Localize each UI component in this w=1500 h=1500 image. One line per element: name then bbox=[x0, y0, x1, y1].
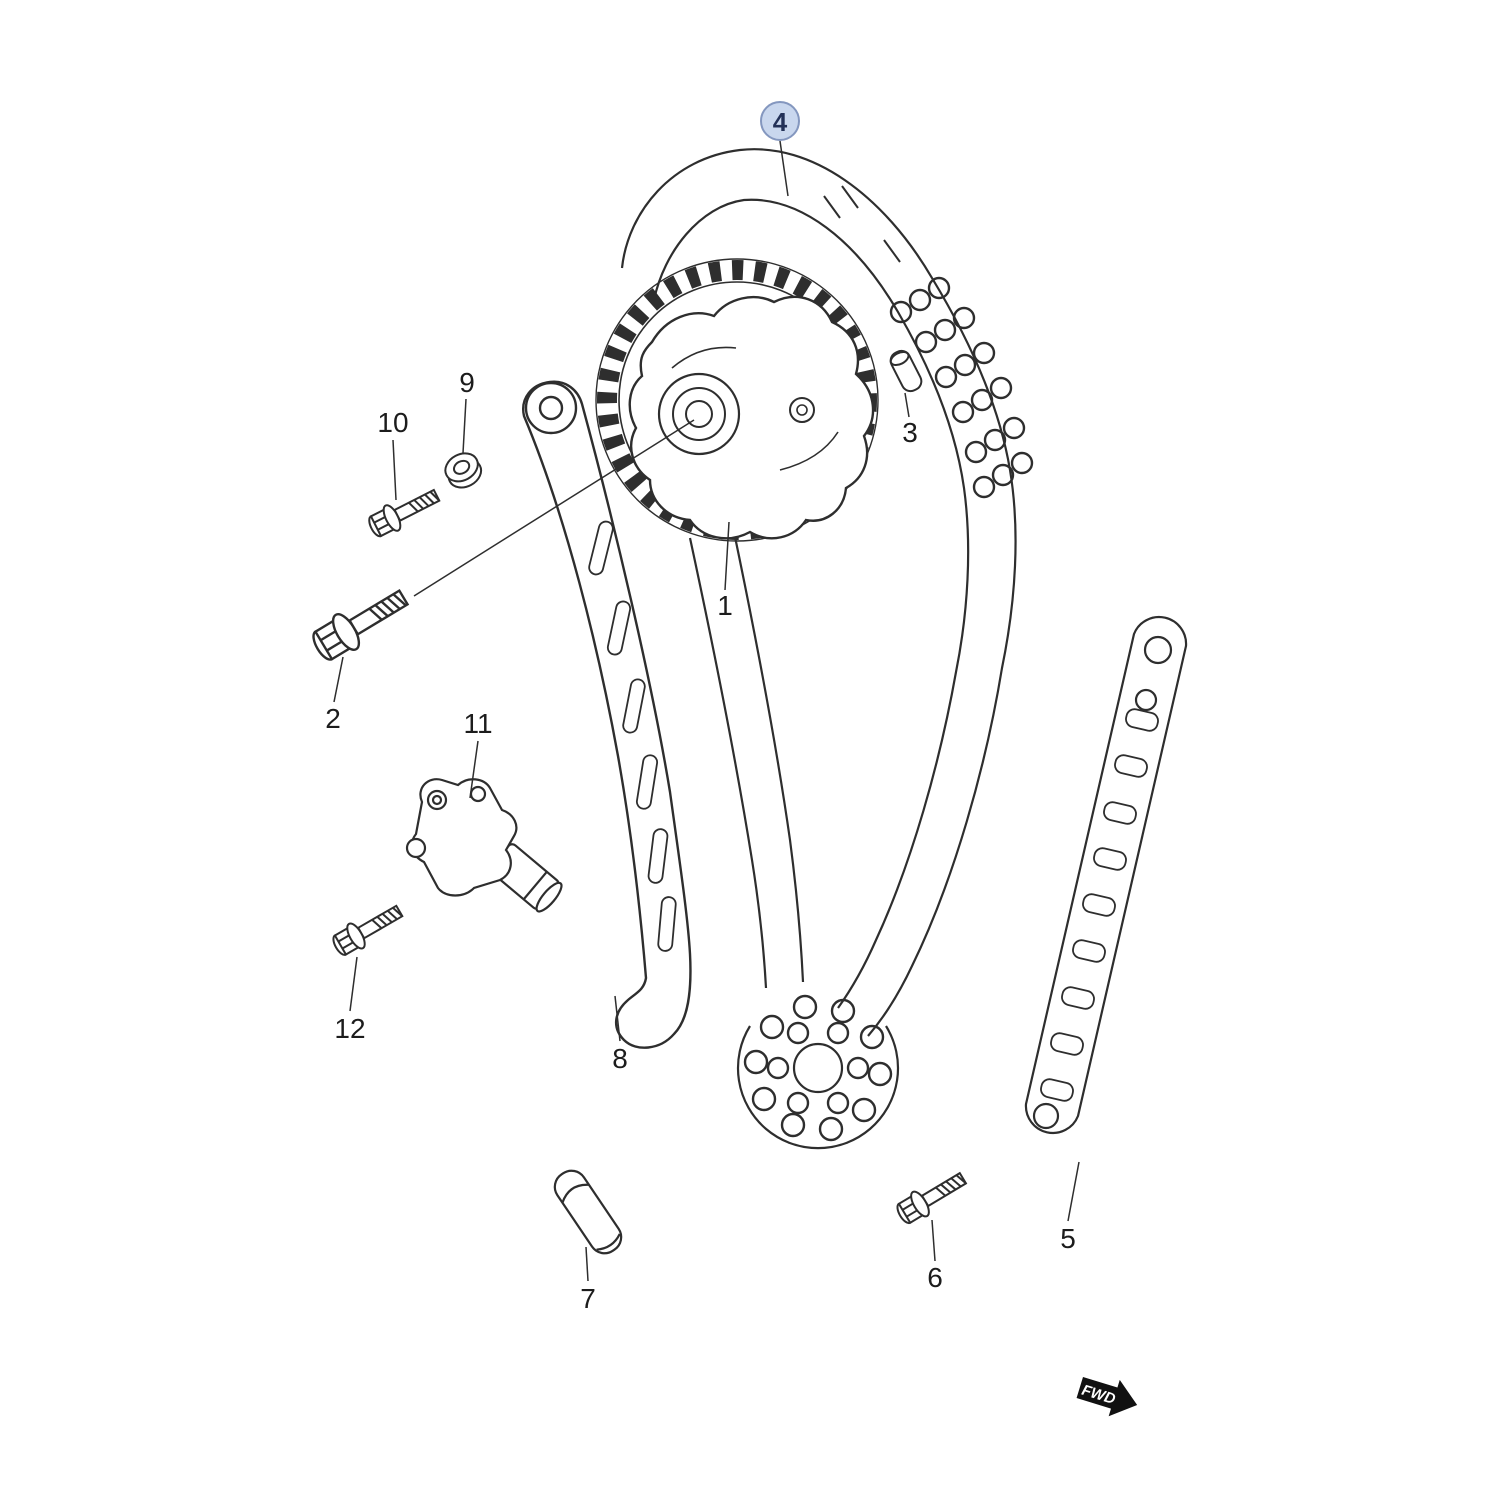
bolt-6 bbox=[892, 1165, 972, 1229]
leader-12 bbox=[349, 956, 358, 1012]
part-label-7: 7 bbox=[580, 1283, 596, 1314]
part-label-1: 1 bbox=[717, 590, 733, 621]
part-label-9: 9 bbox=[459, 367, 475, 398]
chain-guide-straight bbox=[1024, 615, 1188, 1135]
chain-break-marks bbox=[823, 185, 901, 263]
sprocket-housing bbox=[628, 295, 875, 540]
guide-8-body bbox=[522, 380, 692, 1049]
tensioner-ear-hole bbox=[469, 785, 487, 803]
fwd-arrow: FWD bbox=[1076, 1377, 1138, 1417]
chain-bottom-loop bbox=[736, 1025, 900, 1150]
bolt-10 bbox=[364, 481, 444, 542]
fwd-arrow-shape bbox=[1076, 1377, 1138, 1417]
part-label-10: 10 bbox=[377, 407, 408, 438]
part-label-8: 8 bbox=[612, 1043, 628, 1074]
part-labels: 1 2 3 5 6 7 8 9 10 11 12 bbox=[325, 367, 1076, 1314]
part-label-4: 4 bbox=[773, 107, 788, 137]
pin-3 bbox=[889, 349, 923, 393]
bolt-12 bbox=[328, 897, 408, 961]
guide-5-ear-hole bbox=[1134, 688, 1158, 712]
tensioner-end-cap bbox=[405, 837, 427, 859]
callout-4: 4 bbox=[760, 101, 800, 141]
chain-links-lower bbox=[743, 994, 893, 1142]
washer-9 bbox=[444, 452, 483, 489]
part-label-6: 6 bbox=[927, 1262, 943, 1293]
housing-ridge-upper bbox=[671, 346, 737, 369]
part-label-5: 5 bbox=[1060, 1223, 1076, 1254]
leader-9 bbox=[462, 398, 467, 454]
leader-2 bbox=[333, 656, 344, 703]
tensioner-mount-hole bbox=[426, 789, 448, 811]
chain-guide-curved bbox=[522, 380, 692, 1049]
leader-3 bbox=[904, 392, 910, 418]
guide-5-slots bbox=[1040, 708, 1159, 1102]
guide-5-top-hole bbox=[1143, 635, 1173, 665]
chain-left-run-inner bbox=[732, 531, 805, 983]
tensioner-mount-hole-center bbox=[431, 794, 443, 806]
chain-inner-edge bbox=[652, 198, 970, 1009]
leader-10 bbox=[392, 439, 397, 501]
guide-5-foot-hole bbox=[1032, 1102, 1060, 1130]
part-label-11: 11 bbox=[463, 708, 492, 739]
cam-sprocket bbox=[595, 258, 879, 542]
chain-bottom-loop-inner bbox=[792, 1042, 844, 1094]
chain-links-upper bbox=[889, 276, 1034, 499]
leader-5 bbox=[1067, 1161, 1080, 1222]
part-label-2: 2 bbox=[325, 703, 341, 734]
part-label-12: 12 bbox=[334, 1013, 365, 1044]
chain-outer-edge bbox=[620, 148, 1017, 1037]
bolt-2 bbox=[306, 579, 415, 668]
leader-1 bbox=[724, 521, 730, 591]
leader-axis bbox=[413, 419, 695, 597]
leader-7 bbox=[585, 1246, 589, 1282]
dowel-pin-7 bbox=[553, 1169, 623, 1255]
sprocket-hub-outer bbox=[657, 372, 741, 456]
housing-ridge-lower bbox=[779, 431, 839, 471]
leader-4 bbox=[779, 140, 789, 197]
part-label-3: 3 bbox=[902, 417, 918, 448]
sprocket-side-bolt-center bbox=[796, 404, 808, 416]
leader-11 bbox=[469, 740, 479, 799]
chain-tensioner bbox=[405, 778, 563, 913]
guide-5-body bbox=[1024, 615, 1188, 1135]
leader-8 bbox=[614, 995, 621, 1042]
sprocket-side-bolt bbox=[789, 397, 815, 423]
leader-lines bbox=[333, 140, 1080, 1282]
cam-chain bbox=[620, 148, 1034, 1150]
guide-8-slots bbox=[588, 520, 677, 952]
chain-left-run-outer bbox=[688, 537, 768, 989]
highlight-circle bbox=[760, 101, 800, 141]
leader-6 bbox=[931, 1219, 936, 1262]
sprocket-tooth-tips bbox=[595, 258, 879, 542]
sprocket-hub-mid bbox=[672, 387, 726, 441]
guide-8-pivot-hole bbox=[538, 395, 564, 421]
sprocket-hub-hole bbox=[685, 400, 713, 428]
